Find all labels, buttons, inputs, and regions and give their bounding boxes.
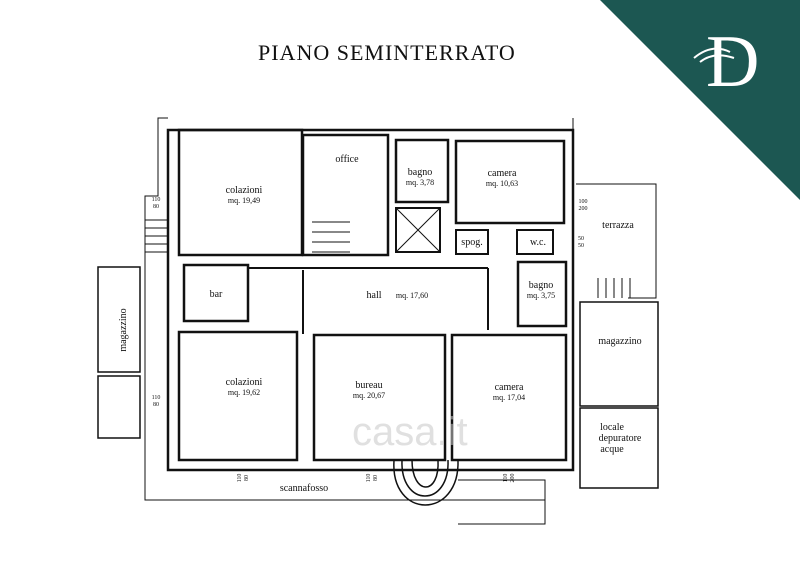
dim-b-top: 100 bbox=[579, 199, 588, 205]
brand-logo-icon: D bbox=[693, 21, 759, 98]
area-colazioni-top: mq. 19,49 bbox=[228, 196, 260, 205]
room-spog bbox=[455, 229, 489, 255]
dim-f-top: 110 bbox=[366, 474, 372, 483]
watermark: casa.it bbox=[352, 410, 468, 454]
label-camera-top: camera bbox=[488, 168, 517, 179]
room-locale bbox=[579, 407, 659, 489]
label-magazzino-left: magazzino bbox=[118, 308, 129, 351]
plan-title: PIANO SEMINTERRATO bbox=[258, 40, 516, 65]
label-colazioni-top: colazioni bbox=[226, 185, 263, 196]
room-wc bbox=[516, 229, 554, 255]
room-camera-bottom bbox=[450, 333, 568, 462]
brand-logo-letter: D bbox=[706, 21, 759, 98]
room-magazzino-left bbox=[97, 266, 141, 373]
dim-a-bottom: 80 bbox=[153, 204, 159, 210]
label-colazioni-bottom: colazioni bbox=[226, 377, 263, 388]
dim-a-top: 110 bbox=[152, 197, 161, 203]
label-bar: bar bbox=[210, 289, 223, 300]
dim-b-bottom: 200 bbox=[579, 206, 588, 212]
label-bagno-top: bagno bbox=[408, 167, 432, 178]
dim-d-top: 110 bbox=[152, 395, 161, 401]
label-hall: hall bbox=[367, 290, 382, 301]
label-bagno-mid: bagno bbox=[529, 280, 553, 291]
label-terrazza: terrazza bbox=[602, 220, 634, 231]
area-bureau: mq. 20,67 bbox=[353, 391, 385, 400]
room-bagno-top bbox=[394, 138, 450, 204]
area-colazioni-bottom: mq. 19,62 bbox=[228, 388, 260, 397]
label-scannafosso: scannafosso bbox=[280, 483, 328, 494]
area-hall: mq. 17,60 bbox=[396, 291, 428, 300]
room-bar bbox=[182, 263, 250, 323]
area-bagno-mid: mq. 3,75 bbox=[527, 291, 555, 300]
dim-c-bottom: 50 bbox=[578, 243, 584, 249]
dim-f-bottom: 80 bbox=[373, 475, 379, 481]
dim-e-bottom: 80 bbox=[244, 475, 250, 481]
room-colazioni-bottom bbox=[177, 330, 299, 462]
label-bureau: bureau bbox=[355, 380, 382, 391]
dim-e-top: 110 bbox=[237, 474, 243, 483]
dim-c-top: 50 bbox=[578, 236, 584, 242]
label-magazzino-right: magazzino bbox=[598, 336, 641, 347]
dim-d-bottom: 80 bbox=[153, 402, 159, 408]
building-outline bbox=[166, 128, 575, 472]
area-camera-bottom: mq. 17,04 bbox=[493, 393, 525, 402]
label-locale-1: locale bbox=[600, 422, 624, 433]
room-magazzino-left-lower bbox=[97, 375, 141, 439]
room-bureau bbox=[312, 333, 447, 462]
label-office: office bbox=[335, 154, 359, 165]
room-office bbox=[301, 133, 390, 257]
area-camera-top: mq. 10,63 bbox=[486, 179, 518, 188]
dim-g-bottom: 200 bbox=[510, 474, 516, 483]
label-locale-2: depuratore bbox=[599, 433, 642, 444]
elevator bbox=[395, 207, 441, 253]
room-magazzino-right bbox=[579, 301, 659, 407]
room-camera-top bbox=[454, 139, 566, 225]
terrace-outline bbox=[576, 183, 657, 299]
area-bagno-top: mq. 3,78 bbox=[406, 178, 434, 187]
label-camera-bottom: camera bbox=[495, 382, 524, 393]
label-wc: w.c. bbox=[530, 237, 546, 248]
room-bagno-mid bbox=[516, 260, 568, 328]
label-locale-3: acque bbox=[600, 444, 624, 455]
dim-g-top: 110 bbox=[503, 474, 509, 483]
brand-corner bbox=[600, 0, 800, 200]
label-spog: spog. bbox=[461, 237, 482, 248]
